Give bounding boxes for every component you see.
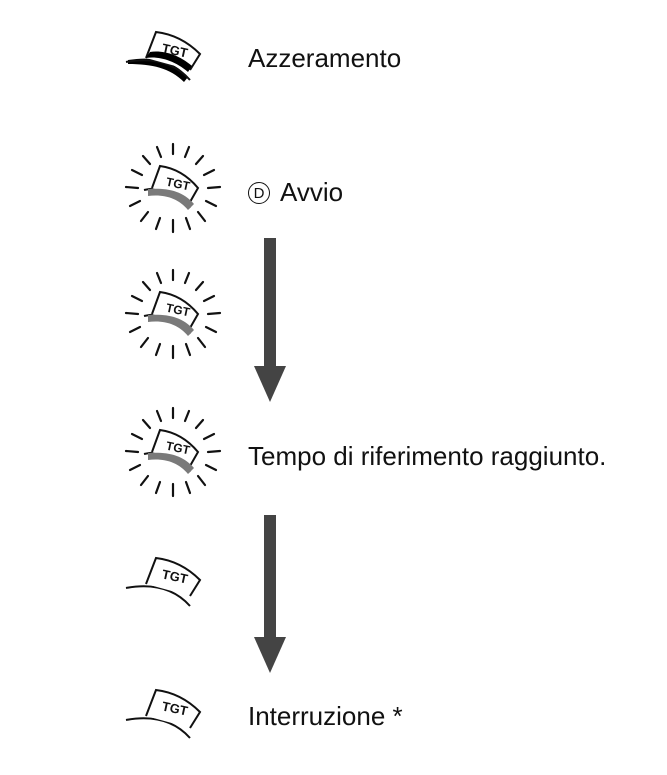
tgt-badge-text: TGT bbox=[165, 301, 192, 320]
tgt-indicator-blinking-icon: TGT bbox=[124, 142, 222, 234]
start-key-marker: D bbox=[248, 182, 270, 204]
tgt-indicator-outline-icon: TGT bbox=[125, 688, 202, 739]
step-label-reset: Azzeramento bbox=[248, 43, 402, 73]
tgt-badge-text: TGT bbox=[161, 566, 190, 586]
tgt-badge-text: TGT bbox=[161, 40, 190, 60]
tgt-badge-text: TGT bbox=[165, 439, 192, 458]
step-label-start-text: Avvio bbox=[280, 177, 344, 207]
step-label-target-reached: Tempo di riferimento raggiunto. bbox=[248, 441, 607, 471]
tgt-indicator-outline-icon: TGT bbox=[125, 556, 202, 607]
tgt-badge-text: TGT bbox=[161, 698, 190, 718]
flow-arrow-down bbox=[254, 515, 286, 673]
step-label-start: D Avvio bbox=[248, 177, 343, 207]
flow-arrow-down bbox=[254, 238, 286, 402]
tgt-indicator-solid-icon: TGT bbox=[125, 30, 202, 82]
step-label-stop: Interruzione * bbox=[248, 701, 403, 731]
tgt-badge-text: TGT bbox=[165, 175, 192, 194]
tgt-indicator-blinking-icon: TGT bbox=[124, 268, 222, 360]
tgt-indicator-blinking-icon: TGT bbox=[124, 406, 222, 498]
